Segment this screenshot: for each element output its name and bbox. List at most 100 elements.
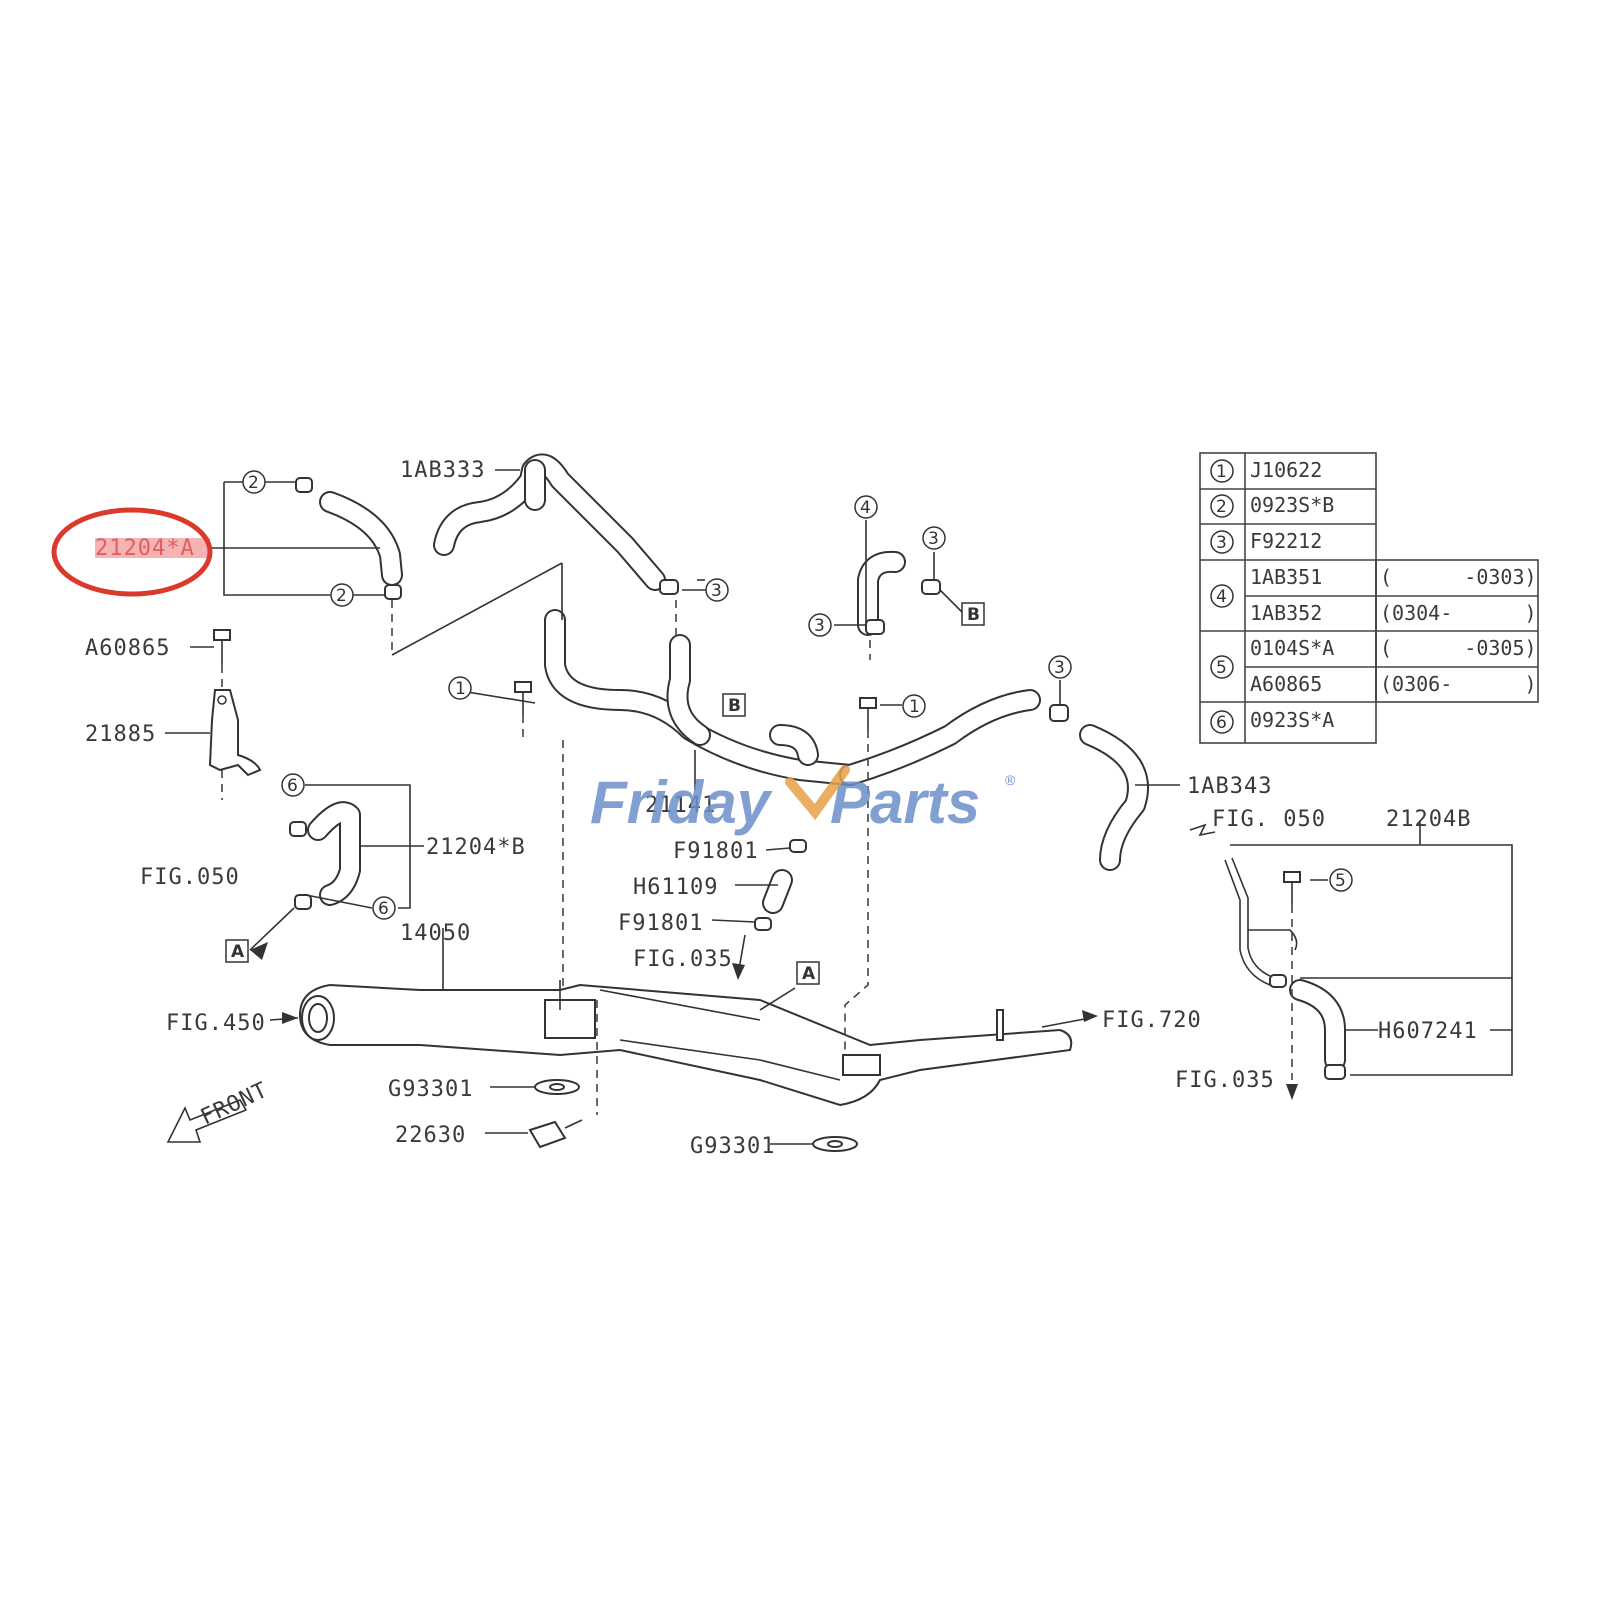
svg-text:B: B [967,605,980,625]
arrows [250,934,1298,1100]
bolt-1 [514,681,532,715]
sensor-22630 [528,1119,583,1149]
bolt-1b [859,697,877,730]
watermark-reg: ® [1005,772,1016,788]
label-21204B-right: 21204B [1386,807,1471,832]
table-num-circle [1210,655,1234,679]
table-num-circle [1210,459,1234,483]
table-part-number: J10622 [1250,458,1322,482]
callout-1-a: 1 [448,676,472,700]
label-fig050-right: FIG. 050 [1212,807,1326,832]
table-range: ( -0303) [1380,565,1537,589]
box-A-left: A [225,939,249,963]
svg-text:6: 6 [378,899,389,919]
label-fig035-mid: FIG.035 [633,947,733,972]
callout-3-b: 3 [922,526,946,550]
gaskets [534,1079,858,1152]
svg-text:2: 2 [248,473,259,493]
svg-text:6: 6 [287,776,298,796]
table-num-circle [1210,530,1234,554]
table-num: 2 [1216,497,1227,517]
table-part-number: A60865 [1250,672,1322,696]
callout-4: 4 [854,495,878,519]
label-F91801-top: F91801 [673,839,758,864]
watermark-friday: Friday [590,769,773,836]
box-A-mid: A [796,961,820,985]
bolt-A60865 [213,629,231,665]
pipe-14050 [298,980,1073,1107]
label-G93301-left: G93301 [388,1077,473,1102]
svg-text:2: 2 [336,586,347,606]
callout-3-a: 3 [705,578,729,602]
hose-B-elbow [769,724,819,766]
label-fig450: FIG.450 [166,1011,266,1036]
callout-1-b: 1 [902,694,926,718]
dashed-lines [221,600,1293,1115]
callout-3-d: 3 [1048,655,1072,679]
box-B-right: B [961,602,985,626]
front-arrow: FRONT [166,1078,272,1143]
svg-text:A: A [231,942,245,962]
hose-1AB35x [857,550,906,636]
clamps [289,477,1346,1080]
svg-text:3: 3 [1054,658,1065,678]
highlight [51,507,213,597]
label-H607241: H607241 [1378,1019,1478,1044]
label-F91801-bot: F91801 [618,911,703,936]
table-num: 6 [1216,713,1227,733]
label-fig720: FIG.720 [1102,1008,1202,1033]
front-label: FRONT [197,1078,272,1131]
svg-text:3: 3 [814,616,825,636]
label-fig035-right: FIG.035 [1175,1068,1275,1093]
svg-text:1: 1 [909,697,920,717]
bolt-5 [1283,871,1301,905]
label-H61109: H61109 [633,875,718,900]
label-22630: 22630 [395,1123,466,1148]
callout-2-top: 2 [242,470,266,494]
hose-21141 [544,609,861,786]
label-14050: 14050 [400,921,471,946]
table-part-number: 1AB351 [1250,565,1322,589]
table-num: 4 [1216,587,1227,607]
table-num-circle [1210,710,1234,734]
table-part-number: 0923S*B [1250,493,1334,517]
svg-text:5: 5 [1335,871,1346,891]
pipe-21204B [1224,857,1298,986]
table-part-number: 0104S*A [1250,636,1334,660]
table-part-number: 1AB352 [1250,601,1322,625]
leader-lines [165,469,1513,1145]
callout-3-c: 3 [808,613,832,637]
label-G93301-right: G93301 [690,1134,775,1159]
table-num-circle [1210,584,1234,608]
label-1AB333: 1AB333 [400,458,485,483]
table-range: ( -0305) [1380,636,1537,660]
watermark: Friday Parts ® [590,765,1016,836]
svg-text:A: A [802,964,816,984]
callout-2-bottom: 2 [330,583,354,607]
hose-1AB343 [839,689,1149,871]
table-range: (0304- ) [1380,601,1537,625]
hose-H607241 [1289,979,1346,1071]
hose-1AB333 [433,453,666,591]
svg-text:4: 4 [860,498,871,518]
watermark-check-icon [785,765,850,821]
table-num: 5 [1216,658,1227,678]
table-range: (0306- ) [1380,672,1537,696]
label-A60865: A60865 [85,636,170,661]
svg-text:1: 1 [455,679,466,699]
label-fig050-left: FIG.050 [140,865,240,890]
table-part-number: 0923S*A [1250,708,1334,732]
label-21141: 21141 [645,793,716,818]
table-num-circle [1210,494,1234,518]
table-num: 1 [1216,462,1227,482]
hose-21204-A [319,491,403,586]
bracket-21885 [208,689,262,777]
label-1AB343: 1AB343 [1187,774,1272,799]
label-21204A: 21204*A [95,536,195,561]
box-B-mid: B [722,693,746,717]
callout-6-top: 6 [281,773,305,797]
callout-6-bottom: 6 [372,896,396,920]
svg-text:3: 3 [928,529,939,549]
